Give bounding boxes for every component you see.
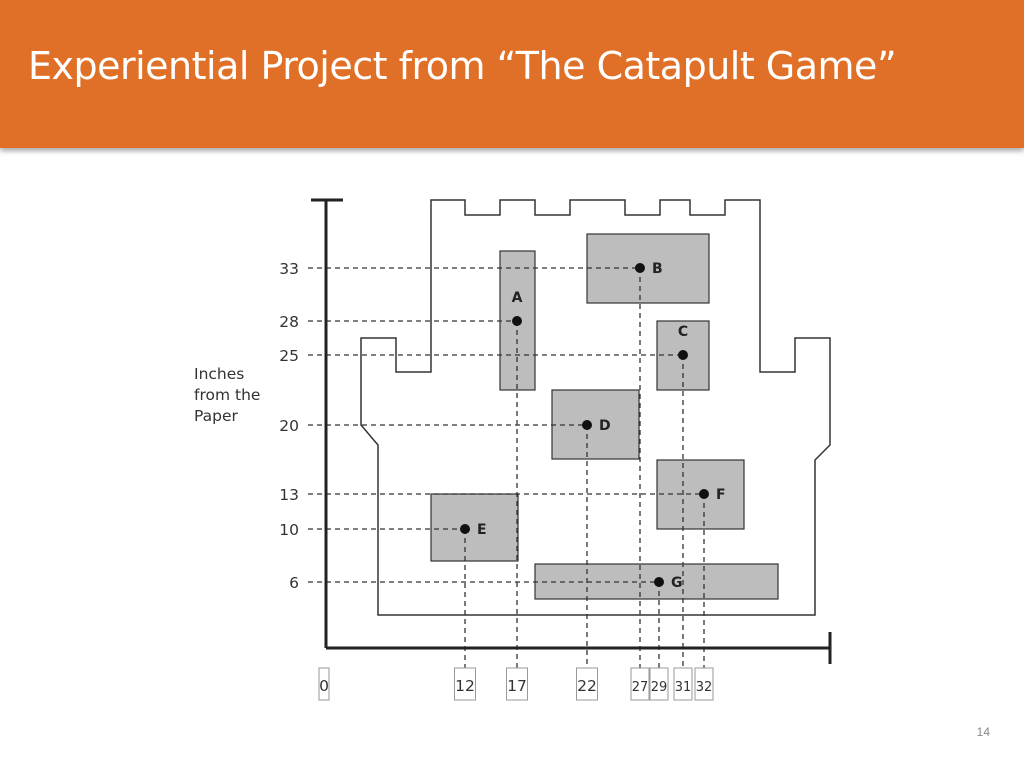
- target-rect-d: [551, 389, 640, 460]
- y-tick-label-28: 28: [279, 313, 299, 331]
- point-label-b: B: [652, 261, 663, 277]
- x-tick-label-27: 27: [632, 680, 649, 695]
- x-tick-label-17: 17: [507, 677, 527, 695]
- point-d: [582, 420, 592, 430]
- y-tick-label-25: 25: [279, 347, 299, 365]
- point-label-a: A: [512, 290, 523, 306]
- point-b: [635, 263, 645, 273]
- x-tick-label-0: 0: [319, 677, 329, 695]
- y-tick-label-10: 10: [279, 521, 299, 539]
- castle-outline: [360, 199, 831, 616]
- point-f: [699, 489, 709, 499]
- point-c: [678, 350, 688, 360]
- x-tick-label-31: 31: [675, 680, 692, 695]
- slide-title: Experiential Project from “The Catapult …: [28, 44, 897, 88]
- y-axis-title-line-2: from the: [194, 386, 261, 404]
- y-axis-title-line-3: Paper: [194, 407, 238, 425]
- x-tick-box-12: [454, 667, 476, 701]
- point-label-e: E: [477, 522, 487, 538]
- y-tick-label-13: 13: [279, 486, 299, 504]
- x-tick-box-29: [649, 667, 669, 701]
- point-label-f: F: [716, 487, 726, 503]
- point-a: [512, 316, 522, 326]
- y-axis-title-line-1: Inches: [194, 365, 245, 383]
- y-axis-title: Inches from the Paper: [194, 364, 274, 427]
- y-tick-label-20: 20: [279, 417, 299, 435]
- guide-lines: [308, 267, 705, 668]
- x-tick-box-31: [673, 667, 693, 701]
- slide-number: 14: [976, 725, 990, 739]
- data-points: A B C D E F G: [460, 261, 726, 591]
- x-tick-label-22: 22: [577, 677, 597, 695]
- y-tick-label-33: 33: [279, 260, 299, 278]
- axes: [311, 198, 832, 664]
- point-g: [654, 577, 664, 587]
- y-tick-label-6: 6: [289, 574, 299, 592]
- point-label-c: C: [678, 324, 688, 340]
- x-tick-label-12: 12: [455, 677, 475, 695]
- x-tick-box-27: [630, 667, 650, 701]
- x-tick-label-32: 32: [696, 680, 713, 695]
- x-tick-label-29: 29: [651, 680, 668, 695]
- title-bar: Experiential Project from “The Catapult …: [0, 0, 1024, 148]
- x-tick-box-22: [576, 667, 598, 701]
- x-tick-box-17: [506, 667, 528, 701]
- point-label-d: D: [599, 418, 611, 434]
- x-tick-box-0: [318, 667, 330, 701]
- y-tick-labels: 33 28 25 20 13 10 6: [279, 260, 299, 592]
- point-e: [460, 524, 470, 534]
- x-tick-box-32: [694, 667, 714, 701]
- point-label-g: G: [671, 575, 683, 591]
- target-rect-e: [430, 493, 519, 562]
